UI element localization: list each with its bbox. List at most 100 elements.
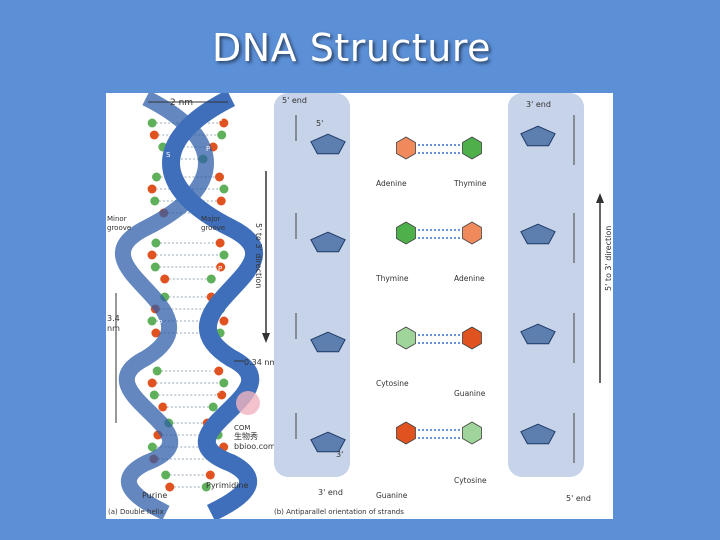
base-blob: [147, 118, 157, 128]
carbon-3prime: 3': [336, 450, 343, 459]
base-blob: [217, 390, 227, 400]
watermark-logo: COM 生物秀 bbioo.com: [234, 391, 276, 451]
base-name-label: Adenine: [454, 274, 485, 283]
sugar-pentagons: [295, 115, 575, 463]
panel-b-antiparallel: 5' to 3' direction 5' to 3' direction 5'…: [254, 93, 613, 516]
backbone-letter: S: [166, 151, 171, 159]
base-blob: [147, 378, 157, 388]
base-blob: [216, 196, 226, 206]
backbone-letter: S: [204, 237, 209, 245]
base-blob: [219, 316, 229, 326]
left-bottom-end: 3' end: [318, 488, 343, 497]
left-top-end: 5' end: [282, 96, 307, 105]
base-blob: [151, 238, 161, 248]
nucleobase-ring: [462, 221, 482, 245]
base-name-label: Thymine: [453, 179, 487, 188]
nucleobases: [396, 136, 482, 445]
panel-b-caption: (b) Antiparallel orientation of strands: [274, 508, 404, 516]
base-blob: [206, 274, 216, 284]
base-blob: [152, 172, 162, 182]
deoxyribose-sugar: [520, 423, 556, 445]
right-direction-label: 5' to 3' direction: [604, 226, 613, 291]
base-name-label: Guanine: [376, 491, 408, 500]
base-blob: [205, 470, 215, 480]
left-arrow-head: [262, 333, 270, 343]
right-arrow-head: [596, 193, 604, 203]
deoxyribose-sugar: [520, 323, 556, 345]
nucleobase-ring: [396, 326, 416, 350]
base-blob: [160, 274, 170, 284]
base-blob: [150, 262, 160, 272]
pitch-label-2: nm: [107, 324, 120, 333]
base-blob: [216, 262, 226, 272]
nucleobase-ring: [396, 421, 416, 445]
slide-title: DNA Structure: [212, 26, 492, 70]
right-strand-band: [508, 93, 584, 477]
width-label: 2 nm: [170, 98, 193, 108]
minor-groove-label-1: Minor: [107, 215, 127, 223]
base-blob: [219, 250, 229, 260]
base-blob: [215, 238, 225, 248]
left-direction-label: 5' to 3' direction: [254, 223, 263, 288]
deoxyribose-sugar: [310, 231, 346, 253]
nucleobase-ring: [396, 221, 416, 245]
base-blob: [147, 442, 157, 452]
base-blob: [152, 366, 162, 376]
helix-strand-front: [162, 93, 263, 519]
rise-label: 0.34 nm: [244, 358, 277, 367]
purine-label: Purine: [142, 491, 167, 500]
watermark-line-2: 生物秀: [234, 431, 258, 441]
nucleobase-ring: [396, 136, 416, 160]
helix-strand-back: [115, 93, 214, 519]
backbone-letter: P: [156, 187, 160, 195]
deoxyribose-sugar: [310, 133, 346, 155]
base-blob: [151, 328, 161, 338]
backbone-letter: P: [206, 145, 210, 153]
backbone-letter: P: [218, 265, 222, 273]
deoxyribose-sugar: [520, 223, 556, 245]
deoxyribose-sugar: [310, 331, 346, 353]
backbone-letter: P: [218, 387, 222, 395]
major-groove-label-1: Major: [201, 215, 221, 223]
pitch-label-1: 3.4: [107, 314, 120, 323]
nucleobase-ring: [462, 326, 482, 350]
base-blob: [219, 184, 229, 194]
nucleobase-ring: [462, 421, 482, 445]
panel-a-caption: (a) Double helix: [108, 508, 164, 516]
base-blob: [208, 402, 218, 412]
backbone-letter: P: [158, 439, 162, 447]
backbone-letter: S: [218, 115, 223, 123]
base-blob: [147, 184, 157, 194]
base-blob: [161, 470, 171, 480]
nucleobase-ring: [462, 136, 482, 160]
base-name-label: Adenine: [376, 179, 407, 188]
base-blob: [149, 390, 159, 400]
base-blob: [214, 172, 224, 182]
right-top-end: 3' end: [526, 100, 551, 109]
backbone-letter: S: [210, 369, 215, 377]
carbon-5prime: 5': [316, 119, 323, 128]
base-blob: [147, 316, 157, 326]
backbone-letter: S: [166, 283, 171, 291]
base-blob: [150, 196, 160, 206]
base-blob: [217, 130, 227, 140]
base-name-label: Thymine: [375, 274, 409, 283]
base-name-label: Guanine: [454, 389, 486, 398]
major-groove-label-2: groove: [201, 224, 225, 232]
left-strand-band: [274, 93, 350, 477]
pyrimidine-label: Pyrimidine: [206, 481, 248, 490]
base-blob: [219, 118, 229, 128]
base-name-label: Cytosine: [376, 379, 409, 388]
watermark-line-3: bbioo.com: [234, 442, 276, 451]
base-blob: [201, 482, 211, 492]
minor-groove-label-2: groove: [107, 224, 131, 232]
base-name-label: Cytosine: [454, 476, 487, 485]
base-blob: [158, 402, 168, 412]
watermark-line-1: COM: [234, 424, 250, 432]
backbone-letter: P: [158, 319, 162, 327]
